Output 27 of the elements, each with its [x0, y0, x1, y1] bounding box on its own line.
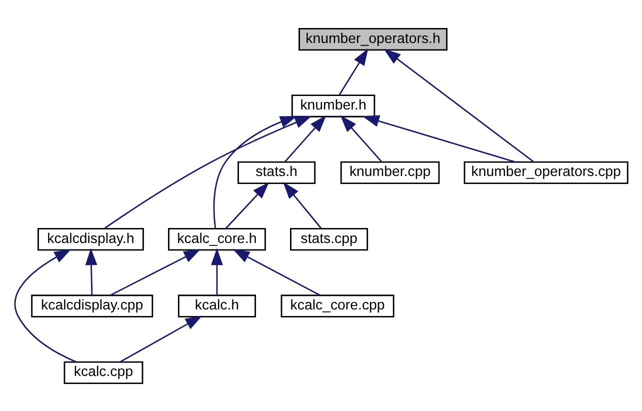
arrow: [338, 48, 368, 96]
arrow: [282, 181, 322, 228]
arrow: [104, 115, 312, 228]
arrow: [225, 181, 270, 228]
node-box: kcalcdisplay.h: [38, 227, 144, 250]
arrow: [120, 315, 202, 362]
node-box: knumber_operators.h: [298, 27, 448, 50]
node-box: knumber.h: [291, 94, 376, 117]
node-box: knumber_operators.cpp: [464, 160, 628, 184]
node-box: knumber.cpp: [340, 160, 440, 184]
arrow: [384, 48, 534, 162]
arrow: [340, 114, 382, 162]
arrow: [14, 248, 77, 362]
arrow: [232, 248, 320, 296]
node-box: kcalc.cpp: [64, 360, 144, 384]
arrow: [110, 248, 201, 296]
arrow: [213, 115, 298, 228]
node-box: kcalc_core.cpp: [280, 294, 394, 317]
arrow: [284, 114, 326, 162]
arrow: [362, 114, 516, 162]
node-box: kcalcdisplay.cpp: [31, 294, 154, 317]
node-box: kcalc_core.h: [168, 227, 266, 250]
node-box: stats.h: [238, 160, 316, 184]
arrow: [85, 248, 98, 295]
arrow: [211, 248, 223, 295]
node-box: stats.cpp: [290, 227, 368, 250]
node-box: kcalc.h: [178, 294, 256, 317]
